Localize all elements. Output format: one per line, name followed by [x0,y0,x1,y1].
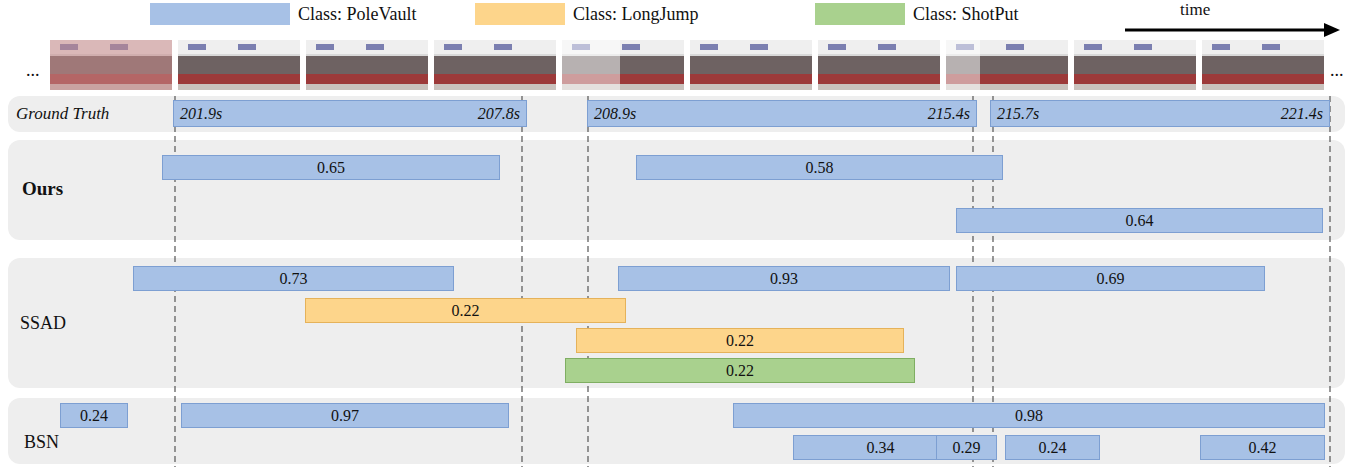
confidence-score: 0.58 [806,159,834,177]
row-label: Ours [22,178,63,200]
row-label: BSN [24,432,59,453]
method-row: SSAD 0.73 0.93 0.69 0.22 0.22 0.22 [8,258,1345,388]
time-arrow [1125,29,1328,32]
confidence-score: 0.97 [331,407,359,425]
confidence-score: 0.24 [1039,439,1067,457]
ground-truth-segment: 201.9s 207.8s [173,100,527,127]
predicted-segment: 0.22 [576,328,904,353]
predicted-segment: 0.97 [181,403,509,428]
ellipsis: ... [1330,60,1344,81]
predicted-segment: 0.24 [1005,435,1100,460]
ground-truth-segment: 215.7s 221.4s [990,100,1330,127]
predicted-segment: 0.69 [956,266,1265,291]
confidence-score: 0.65 [317,159,345,177]
legend-text: Class: LongJump [573,4,699,25]
confidence-score: 0.22 [726,332,754,350]
time-stamp: 215.7s [997,105,1039,123]
predicted-segment: 0.42 [1200,435,1325,460]
predicted-segment: 0.98 [733,403,1325,428]
confidence-score: 0.64 [1126,212,1154,230]
legend-swatch [150,3,290,25]
row-label: SSAD [20,313,66,334]
legend-swatch [815,3,905,25]
row-label: Ground Truth [16,104,109,124]
confidence-score: 0.29 [953,439,981,457]
predicted-segment: 0.22 [565,358,915,383]
time-stamp: 207.8s [478,105,520,123]
confidence-score: 0.34 [867,439,895,457]
predicted-segment: 0.22 [305,298,626,323]
confidence-score: 0.22 [452,302,480,320]
confidence-score: 0.98 [1015,407,1043,425]
axis-label: time [1180,0,1210,20]
method-row: Ours 0.65 0.58 0.64 [8,140,1345,240]
legend-item: Class: ShotPut [815,3,1019,25]
ground-truth-segment: 208.9s 215.4s [587,100,977,127]
predicted-segment: 0.58 [636,155,1003,180]
confidence-score: 0.93 [770,270,798,288]
legend-item: Class: PoleVault [150,3,417,25]
predicted-segment: 0.64 [956,208,1323,233]
method-row: Ground Truth 201.9s 207.8s 208.9s 215.4s 215.… [8,96,1345,132]
time-stamp: 208.9s [594,105,636,123]
predicted-segment: 0.24 [60,403,128,428]
time-stamp: 201.9s [180,105,222,123]
method-row: BSN 0.24 0.97 0.98 0.34 0.29 0.24 0.42 [8,398,1345,464]
time-stamp: 221.4s [1281,105,1323,123]
predicted-segment: 0.73 [133,266,454,291]
legend-text: Class: ShotPut [913,4,1019,25]
confidence-score: 0.22 [726,362,754,380]
legend-text: Class: PoleVault [298,4,417,25]
confidence-score: 0.73 [280,270,308,288]
legend-swatch [475,3,565,25]
confidence-score: 0.24 [80,407,108,425]
predicted-segment: 0.29 [936,435,997,460]
time-arrowhead [1324,23,1340,37]
predicted-segment: 0.65 [162,155,500,180]
ellipsis: ... [26,60,40,81]
confidence-score: 0.42 [1249,439,1277,457]
legend-item: Class: LongJump [475,3,699,25]
time-stamp: 215.4s [928,105,970,123]
predicted-segment: 0.93 [618,266,950,291]
confidence-score: 0.69 [1097,270,1125,288]
